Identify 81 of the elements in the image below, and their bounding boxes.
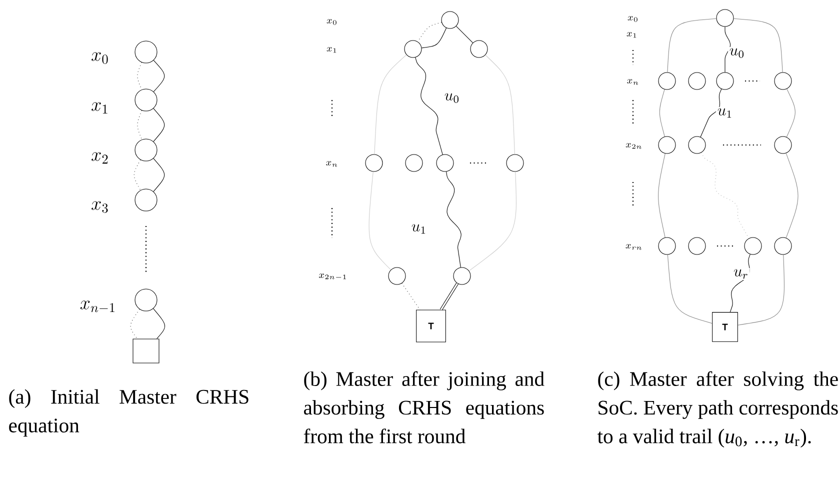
wavy-path [700,152,750,239]
wavy-path [446,171,462,268]
terminal-box [132,338,160,364]
caption: (b) Master after joining and absorbing CRHS equations from the first round [304,371,544,444]
circle-node [404,40,422,58]
connector-line [659,89,665,137]
connector-line [153,108,165,142]
variable-label: $x_0$ [326,19,336,25]
circle-node [436,154,454,172]
variable-label: $x_1$ [326,47,336,53]
variable-label: $x_{rn}$ [626,244,642,250]
connector-line [418,22,442,42]
edge-label: $u_0$ [443,92,461,104]
edge-label: $u_1$ [716,107,734,119]
connector-line [421,28,447,48]
connector-line [374,54,407,154]
wavy-path [724,26,731,72]
connector-line [658,153,666,238]
circle-node [774,136,792,154]
circle-node [774,237,792,255]
circle-node [658,72,676,90]
circle-node [134,288,158,312]
circle-node [744,237,762,255]
edge-label: $u_0$ [728,47,746,59]
circle-node [453,267,471,285]
variable-label: $x_{2n-1}$ [319,274,346,280]
edge-label: $u_r$ [732,268,750,280]
variable-label: $x_1$ [626,32,636,38]
variable-label: $x_{2n}$ [626,143,642,149]
connector-line [738,254,785,326]
connector-line [786,88,796,138]
circle-node [388,267,406,285]
circle-node [716,72,734,90]
connector-line [786,152,798,238]
connector-line [153,158,165,192]
connector-line [368,171,392,270]
connector-line [134,160,141,190]
variable-label: $x_{n-1}$ [80,300,114,312]
circle-node [134,138,158,162]
caption: (a) Initial Master CRHS equation [9,389,248,437]
caption: (c) Master after solving the SoC. Every path corresponds to a valid trail (u$_{0}$, …, u$_{r}$). [597,371,838,448]
connector-line [733,18,783,72]
circle-node [134,88,158,112]
terminal-box: T [712,312,738,342]
wavy-path [700,88,722,138]
connector-line [402,282,420,310]
variable-label: $x_2$ [92,152,108,164]
variable-label: $x_3$ [92,201,108,213]
circle-node [658,237,676,255]
connector-line [137,110,142,140]
circle-node [470,40,488,58]
wavy-path [730,254,750,312]
circle-node [365,154,383,172]
terminal-box: T [416,310,446,342]
variable-label: $x_0$ [92,52,108,64]
connector-line [440,282,459,310]
connector-line [456,26,474,44]
circle-node [134,188,158,212]
circle-node [134,40,158,64]
connector-line [667,254,712,324]
circle-node [716,9,734,27]
connector-line [667,18,717,72]
circle-node [774,72,792,90]
variable-label: $x_0$ [628,16,638,22]
circle-node [506,154,524,172]
circle-node [688,72,706,90]
wavy-path [415,57,443,155]
connector-line [130,309,140,339]
connector-line [153,60,165,92]
variable-label: $x_n$ [326,161,338,167]
circle-node [688,136,706,154]
connector-line [485,54,515,154]
variable-label: $x_n$ [627,79,638,85]
edge-label: $u_1$ [410,223,428,235]
circle-node [405,154,423,172]
circle-node [658,136,676,154]
connector-line [468,171,517,272]
connector-line [153,308,166,339]
variable-label: $x_1$ [92,102,108,114]
circle-node [688,237,706,255]
circle-node [441,11,459,29]
